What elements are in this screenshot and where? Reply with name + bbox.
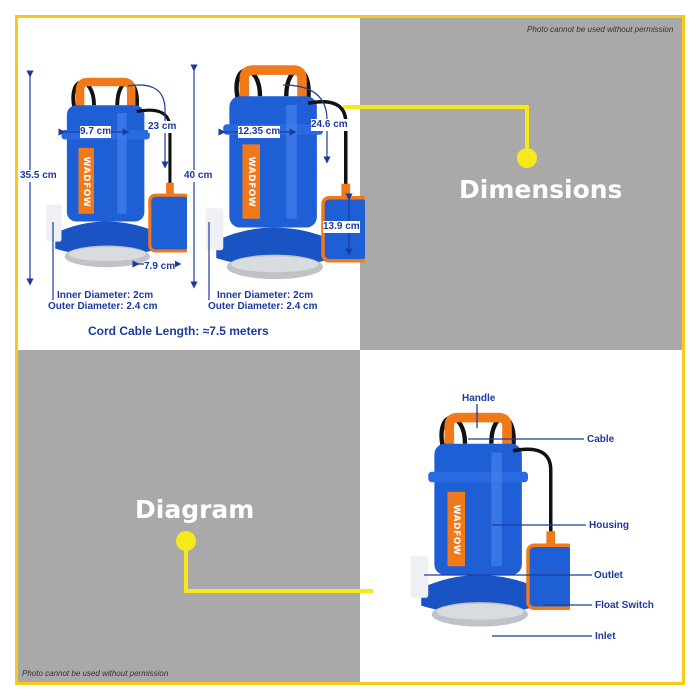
small-float-width: 7.9 cm	[144, 261, 176, 273]
part-label-cable: Cable	[587, 434, 615, 445]
diagram-heading: Diagram	[135, 495, 255, 524]
large-outer-diameter: Outer Diameter: 2.4 cm	[208, 301, 318, 312]
dimensions-connector-dot	[517, 148, 537, 168]
diagram-panel	[18, 350, 360, 682]
part-label-housing: Housing	[589, 520, 629, 531]
part-label-handle: Handle	[462, 393, 496, 404]
permission-notice-bottom: Photo cannot be used without permission	[22, 669, 169, 678]
part-leader-lines	[424, 404, 592, 637]
large-float-height: 13.9 cm	[323, 221, 360, 233]
large-float-cable: 24.6 cm	[311, 119, 348, 131]
image-frame	[15, 15, 685, 685]
part-label-float-switch: Float Switch	[595, 600, 654, 611]
small-pump-height: 35.5 cm	[20, 170, 57, 182]
large-inner-diameter: Inner Diameter: 2cm	[217, 290, 314, 301]
permission-notice-top: Photo cannot be used without permission	[527, 25, 674, 34]
cord-cable-length: Cord Cable Length: ≈7.5 meters	[88, 324, 269, 338]
diagram-connector-dot	[176, 531, 196, 551]
small-pump-image	[46, 82, 190, 267]
diagram-pump-image	[411, 418, 574, 627]
part-label-inlet: Inlet	[595, 631, 616, 642]
part-label-outlet: Outlet	[594, 570, 623, 581]
small-float-cable: 23 cm	[148, 121, 177, 133]
dimensions-panel	[360, 18, 682, 350]
dimensions-heading: Dimensions	[459, 175, 623, 204]
small-pump-width: 9.7 cm	[80, 126, 112, 138]
diagram-connector	[184, 541, 373, 593]
brand-logo-small-pump: WADFOW	[81, 156, 91, 208]
large-pump-height: 40 cm	[184, 170, 213, 182]
large-pump-image	[206, 70, 369, 279]
brand-logo-diagram-pump: WADFOW	[451, 504, 461, 556]
dimensions-connector	[343, 105, 529, 158]
small-outer-diameter: Outer Diameter: 2.4 cm	[48, 301, 158, 312]
small-inner-diameter: Inner Diameter: 2cm	[57, 290, 154, 301]
brand-logo-large-pump: WADFOW	[246, 156, 256, 208]
large-pump-width: 12.35 cm	[238, 126, 281, 138]
